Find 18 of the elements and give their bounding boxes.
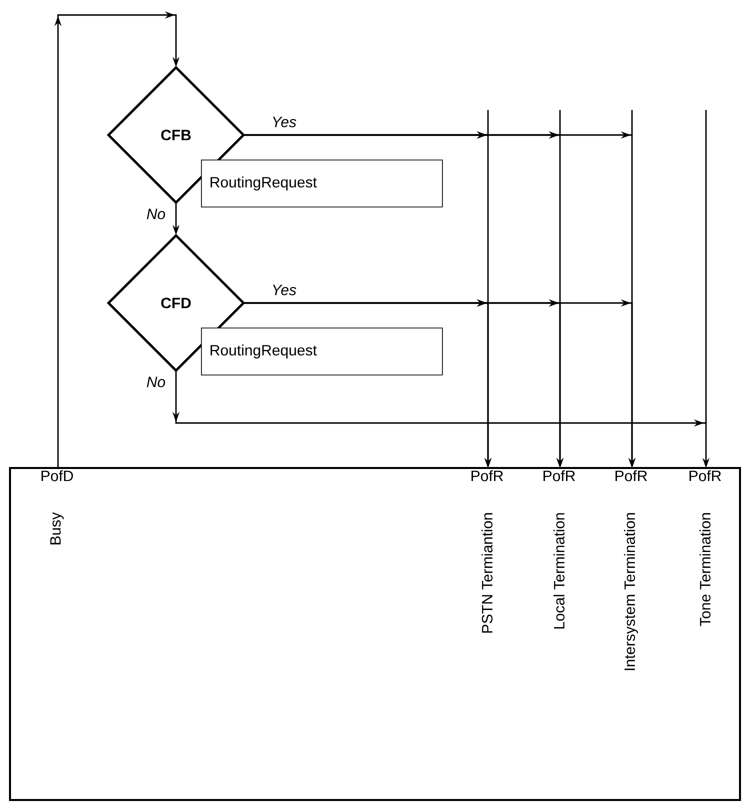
action-box: RoutingRequest — [201, 160, 443, 208]
edge-label: No — [146, 376, 166, 388]
port-label: PofR — [472, 470, 503, 482]
edge-label: Yes — [273, 284, 296, 296]
port-name: Intersystem Termination — [624, 513, 638, 670]
port-label: PofD — [42, 470, 73, 482]
arrow — [54, 11, 180, 468]
port-label: PofR — [616, 470, 647, 482]
port-label: PofR — [690, 470, 721, 482]
port-name: Tone Termination — [700, 513, 710, 626]
component-box — [9, 467, 741, 801]
action-box: RoutingRequest — [201, 328, 443, 376]
edge-label: Yes — [273, 116, 296, 128]
port-name: Busy — [50, 512, 64, 544]
edge-label: No — [146, 208, 166, 220]
port-name: PSTN Termiantion — [482, 513, 492, 633]
port-name: Local Termination — [554, 513, 564, 629]
port-label: PofR — [544, 470, 575, 482]
